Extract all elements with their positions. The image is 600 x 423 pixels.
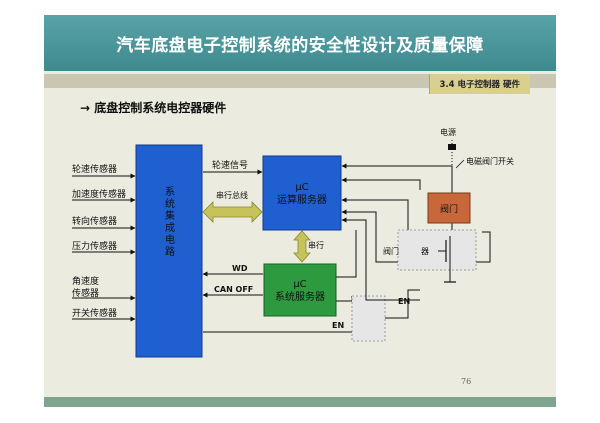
valve-block bbox=[427, 192, 471, 224]
en-label-1: EN bbox=[398, 297, 410, 306]
uc-system-label-1: μC bbox=[293, 279, 306, 290]
sensor-label-angular-speed-2: 传感器 bbox=[72, 287, 99, 299]
en-label-2: EN bbox=[332, 321, 344, 330]
slide-title: 汽车底盘电子控制系统的安全性设计及质量保障 bbox=[116, 35, 484, 56]
sub-bar bbox=[44, 74, 556, 88]
page-number: 76 bbox=[461, 377, 472, 386]
footer-band bbox=[44, 397, 556, 407]
uc-system-label-2: 系统服务器 bbox=[275, 290, 325, 303]
solenoid-switch-label: 电磁阀门开关 bbox=[466, 156, 514, 166]
sensor-label-angular-speed: 角速度 bbox=[72, 275, 99, 287]
can-off-label: CAN OFF bbox=[214, 285, 253, 294]
valve-driver-label-b: 器 bbox=[421, 247, 429, 256]
uc-compute-block bbox=[262, 155, 342, 231]
serial-bus-label: 串行总线 bbox=[216, 190, 248, 200]
power-label: 电源 bbox=[440, 127, 456, 137]
diagram-heading: → 底盘控制系统电控器硬件 bbox=[80, 101, 227, 115]
power-terminal bbox=[448, 144, 456, 150]
integration-circuit-label: 系统集成电路 bbox=[163, 186, 175, 258]
uc-compute-label-1: μC bbox=[295, 182, 308, 193]
title-bar: 汽车底盘电子控制系统的安全性设计及质量保障 bbox=[44, 15, 556, 71]
section-tab: 3.4 电子控制器 硬件 bbox=[428, 74, 530, 94]
uc-compute-label-2: 运算服务器 bbox=[277, 193, 327, 206]
sensor-inputs bbox=[72, 173, 136, 322]
serial-link-label: 串行 bbox=[308, 240, 324, 250]
en-driver-box bbox=[351, 295, 386, 342]
slide: 汽车底盘电子控制系统的安全性设计及质量保障 3.4 电子控制器 硬件 → 底盘控… bbox=[44, 15, 556, 407]
sensor-label-switch: 开关传感器 bbox=[72, 307, 117, 319]
sensor-label-pressure: 压力传感器 bbox=[72, 240, 117, 252]
wd-label: WD bbox=[232, 264, 248, 273]
wheel-speed-signal-label: 轮速信号 bbox=[212, 159, 248, 171]
sensor-label-steering: 转向传感器 bbox=[72, 215, 117, 227]
valve-label: 阀门 bbox=[440, 203, 458, 215]
uc-system-block bbox=[263, 263, 337, 317]
serial-bus-arrow bbox=[202, 201, 263, 223]
sensor-label-acceleration: 加速度传感器 bbox=[72, 188, 126, 200]
valve-driver-box bbox=[397, 229, 477, 271]
serial-link-arrow bbox=[293, 230, 311, 263]
valve-driver-label-a: 阀门 bbox=[383, 246, 399, 256]
sensor-label-wheel-speed: 轮速传感器 bbox=[72, 163, 117, 175]
integration-circuit-block bbox=[135, 144, 203, 358]
